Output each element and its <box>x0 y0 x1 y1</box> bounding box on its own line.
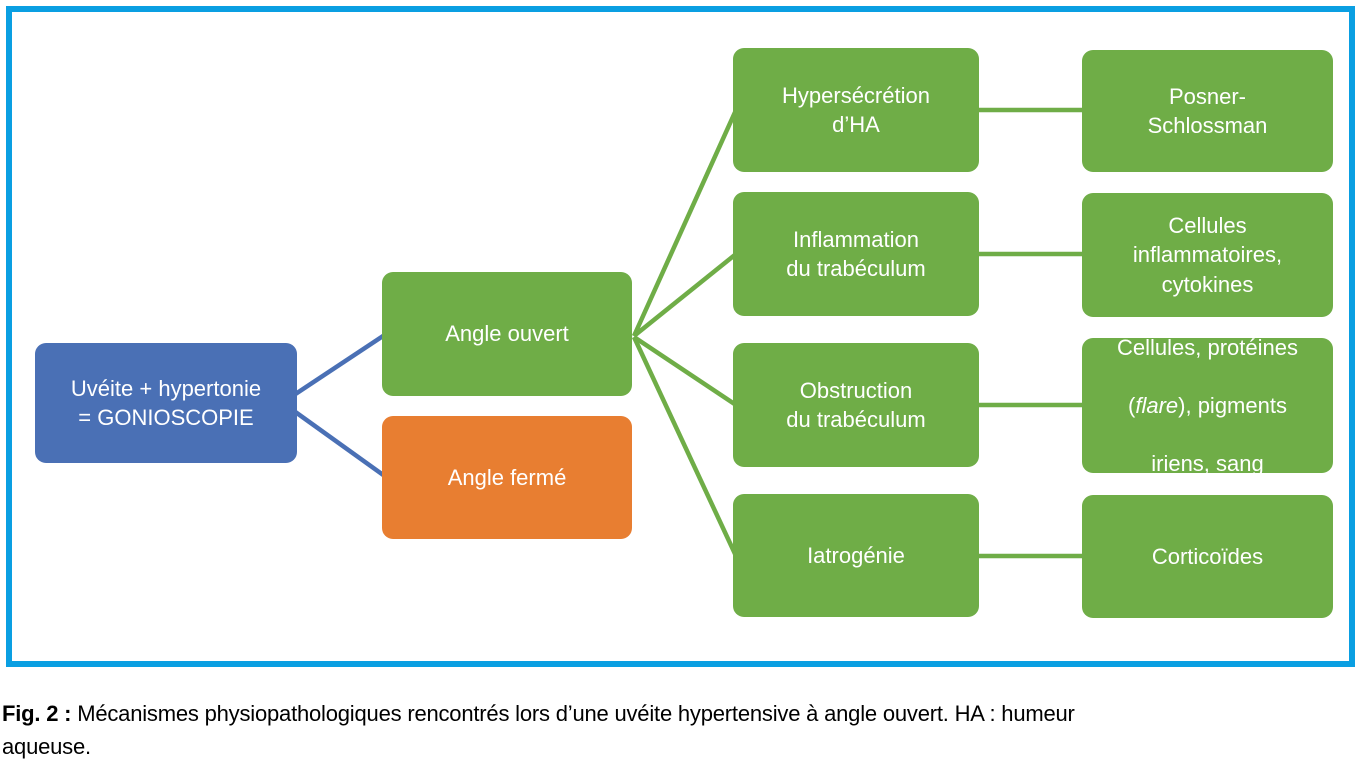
figure-caption: Fig. 2 : Mécanismes physiopathologiques … <box>2 697 1359 763</box>
caption-figure-label: Fig. 2 : <box>2 701 72 726</box>
node-iatrogenie-label: Iatrogénie <box>807 542 905 568</box>
node-hypersecretion: Hypersécrétion d’HA <box>733 48 979 172</box>
node-obstruction-label: Obstruction du trabéculum <box>786 377 926 432</box>
node-posner-schlossman-label: Posner- Schlossman <box>1147 83 1268 138</box>
node-hypersecretion-label: Hypersécrétion d’HA <box>782 82 930 137</box>
node-iatrogenie: Iatrogénie <box>733 494 979 617</box>
node-flare-line3: iriens, sang <box>1151 451 1264 477</box>
node-flare-line2-pre: ( <box>1128 392 1136 418</box>
node-inflammation: Inflammation du trabéculum <box>733 192 979 316</box>
node-flare-line2: (flare), pigments <box>1117 391 1298 420</box>
caption-text: Mécanismes physiopathologiques rencontré… <box>2 701 1075 759</box>
node-flare-line2-post: ), pigments <box>1178 392 1287 418</box>
node-flare-line1: Cellules, protéines <box>1117 334 1298 360</box>
node-angle-ferme-label: Angle fermé <box>447 464 567 490</box>
node-flare: Cellules, protéines (flare), pigments ir… <box>1082 335 1333 476</box>
node-uveite-hypertonie: Uvéite + hypertonie = GONIOSCOPIE <box>35 343 297 463</box>
node-flare-line2-italic: flare <box>1135 392 1179 418</box>
node-uveite-hypertonie-label: Uvéite + hypertonie = GONIOSCOPIE <box>70 375 262 430</box>
node-cellules-inflammatoires-label: Cellules inflammatoires, cytokines <box>1132 213 1283 297</box>
node-angle-ouvert-label: Angle ouvert <box>445 321 569 347</box>
node-inflammation-label: Inflammation du trabéculum <box>786 226 926 281</box>
node-flare-label: Cellules, protéines (flare), pigments ir… <box>1117 304 1298 507</box>
node-angle-ferme: Angle fermé <box>382 416 632 539</box>
node-corticoides: Corticoïdes <box>1082 495 1333 618</box>
figure-frame <box>6 6 1355 667</box>
node-cellules-inflammatoires: Cellules inflammatoires, cytokines <box>1082 193 1333 317</box>
node-posner-schlossman: Posner- Schlossman <box>1082 50 1333 172</box>
node-obstruction: Obstruction du trabéculum <box>733 343 979 467</box>
node-corticoides-label: Corticoïdes <box>1151 543 1264 569</box>
node-angle-ouvert: Angle ouvert <box>382 272 632 396</box>
